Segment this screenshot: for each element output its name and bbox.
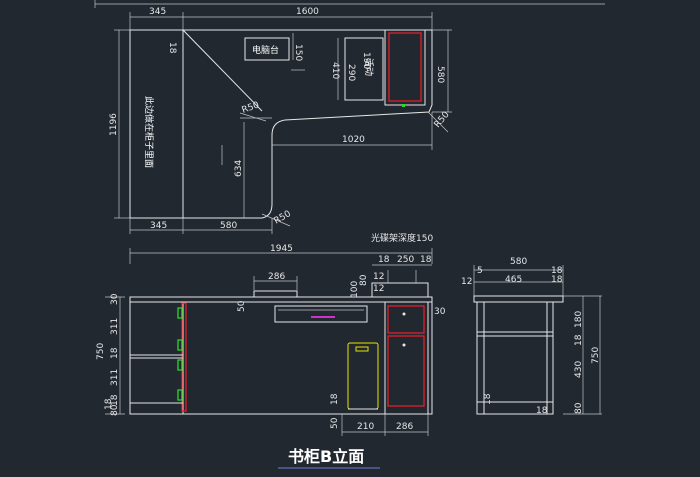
side-top-board: [473, 295, 564, 303]
side-dim-12: 12: [461, 277, 472, 287]
plan-red-cabinet: [388, 32, 422, 102]
elev-dim-286-bottom: 286: [396, 422, 413, 432]
desk-label: 电脑台: [252, 44, 279, 56]
movable-unit: [344, 37, 384, 101]
desk-label-box: [244, 37, 290, 61]
plan-dim-150: 150: [293, 44, 303, 61]
elev-dim-12b: 12: [373, 284, 384, 294]
side-right-dim-2: 430: [574, 361, 584, 378]
side-dim-18-right: 18: [551, 275, 563, 285]
side-right-dim-3: 80: [574, 402, 584, 414]
side-dim-465: 465: [505, 275, 522, 285]
side-right-dim-1: 18: [574, 334, 584, 346]
plan-dim-1600: 1600: [296, 7, 319, 17]
plan-dim-345-bottom: 345: [150, 221, 167, 231]
elev-dim-210: 210: [357, 422, 374, 432]
plan-side-note: 此边做在柜子里面: [143, 96, 155, 168]
plan-dim-580-bottom: 580: [220, 221, 237, 231]
plan-dim-580-right: 580: [435, 66, 445, 83]
elev-dim-18b: 18: [420, 255, 432, 265]
side-body: [476, 301, 554, 415]
front-elevation: 1945 光碟架深度150 18 250 18 12 12 286 100 80…: [96, 232, 446, 436]
elev-dim-250: 250: [397, 255, 414, 265]
elev-shelf-note: 光碟架深度150: [371, 232, 433, 244]
side-dim-750: 750: [591, 347, 601, 364]
plan-view: 345 1600 1196 18 电脑台 150 410 290 190 活动: [109, 7, 452, 234]
left-cabinet-red-edge: [181, 302, 187, 412]
elev-dim-50: 50: [237, 300, 247, 312]
elevation-body: [129, 301, 433, 415]
elev-left-dim-2: 18: [110, 347, 120, 359]
elev-dim-18a: 18: [378, 255, 390, 265]
plan-r50-c: R50: [273, 209, 294, 227]
plan-dim-290: 290: [346, 64, 356, 81]
monitor-stand: [253, 290, 298, 298]
pc-host: [347, 342, 379, 410]
elev-left-dim-1: 311: [110, 318, 120, 335]
handle-4: [177, 389, 183, 401]
side-dim-18-bot-b: 18: [536, 406, 548, 416]
right-cabinet-upper: [387, 305, 425, 334]
plan-dim-1196: 1196: [109, 113, 119, 136]
plan-dim-410: 410: [330, 62, 340, 79]
plan-dim-345-top: 345: [149, 7, 166, 17]
plan-dim-1020: 1020: [342, 135, 365, 145]
plan-dim-634: 634: [234, 160, 244, 177]
elev-left-dim-0: 30: [110, 293, 120, 305]
elev-dim-100: 100: [350, 281, 360, 298]
plan-r50-a: R50: [241, 100, 261, 116]
elev-left-dim-4: 18: [110, 394, 120, 406]
movable-label: 活动: [363, 58, 375, 76]
handle-3: [177, 359, 183, 371]
elev-dim-286-top: 286: [268, 272, 285, 282]
handle-1: [177, 307, 183, 319]
elev-dim-50-bottom: 50: [330, 417, 340, 429]
side-dim-18-top: 18: [551, 266, 563, 276]
elev-dim-750: 750: [96, 343, 106, 360]
plan-green-marker: [402, 104, 405, 107]
plan-dim-190: 190: [361, 52, 371, 69]
elev-dim-1945: 1945: [270, 244, 293, 254]
side-right-dim-0: 180: [574, 311, 584, 328]
elev-dim-18-mid: 18: [330, 393, 340, 405]
elev-dim-12a: 12: [373, 272, 384, 282]
side-elevation: 580 5 18 12 465 18 18 18 750 180 18 430 …: [461, 257, 602, 416]
side-dim-580: 580: [510, 257, 527, 267]
side-dim-18-bot-a: 18: [483, 393, 493, 405]
plan-dim-18: 18: [167, 42, 177, 54]
elev-dim-80: 80: [359, 274, 369, 286]
elev-left-dim-3: 311: [110, 369, 120, 386]
elev-left-dim-5: 18: [104, 398, 114, 410]
elev-dim-30: 30: [434, 307, 446, 317]
drawing-title: 书柜B立面: [288, 447, 364, 466]
keyboard-drawer: [274, 305, 368, 323]
right-cabinet-lower: [387, 335, 425, 407]
handle-2: [177, 339, 183, 351]
desktop-board: [129, 296, 433, 303]
plan-r50-b: R50: [433, 110, 452, 130]
elev-left-dim-6: 80: [110, 404, 120, 416]
side-dim-5: 5: [477, 266, 483, 276]
